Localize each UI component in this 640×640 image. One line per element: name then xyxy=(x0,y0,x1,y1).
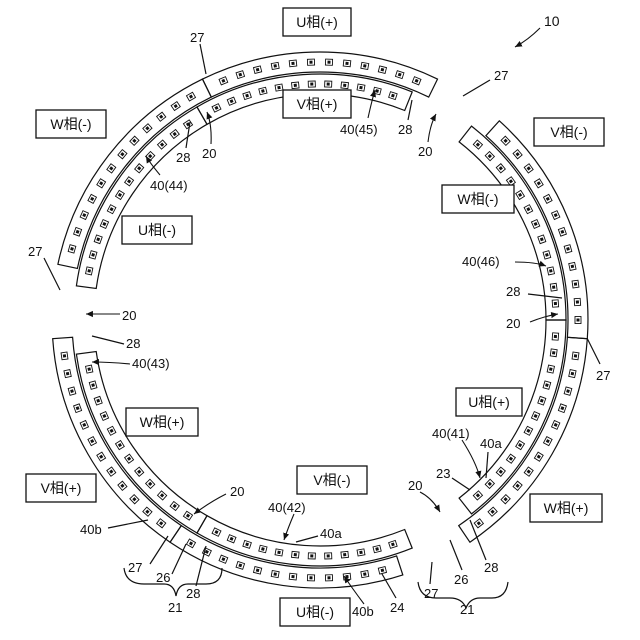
coil-conductor xyxy=(327,83,330,86)
ref-40a-right: 40a xyxy=(480,436,502,451)
ref-23: 23 xyxy=(436,466,450,481)
coil-conductor xyxy=(273,572,276,575)
coil-conductor xyxy=(273,64,276,67)
coil-conductor xyxy=(291,575,294,578)
coil-conductor xyxy=(343,553,346,556)
coil-conductor xyxy=(363,64,366,67)
phase-label-w-minus-inner-right: W相(-) xyxy=(457,191,498,207)
coil-elements xyxy=(61,59,581,581)
phase-label-v-minus-inner-bottom: V相(-) xyxy=(313,472,350,488)
ref-21-right: 21 xyxy=(460,602,474,617)
coil-conductor xyxy=(549,367,553,371)
coil-conductor xyxy=(66,372,70,376)
coil-conductor xyxy=(87,367,91,371)
ref-28-bottomleft: 28 xyxy=(186,586,200,601)
coil-conductor xyxy=(291,62,294,65)
ref-28-topleft: 28 xyxy=(176,150,190,165)
ref-40-46: 40(46) xyxy=(462,254,500,269)
coil-conductor xyxy=(294,553,297,556)
phase-label-u-minus-inner-left: U相(-) xyxy=(138,222,176,238)
phase-label-w-plus-inner-left: W相(+) xyxy=(140,414,185,430)
coil-conductor xyxy=(574,282,577,285)
ref-27-right: 27 xyxy=(596,368,610,383)
phase-label-u-plus: U相(+) xyxy=(296,14,338,30)
coil-conductor xyxy=(309,61,312,64)
coil-conductor xyxy=(310,554,313,557)
figure-number: 10 xyxy=(544,13,560,29)
coil-conductor xyxy=(87,269,91,273)
coil-conductor xyxy=(327,576,330,579)
coil-conductor xyxy=(345,575,348,578)
phase-label-w-minus-left: W相(-) xyxy=(50,116,91,132)
coil-conductor xyxy=(576,300,579,303)
ref-28-top: 28 xyxy=(398,122,412,137)
ref-26-left: 26 xyxy=(156,570,170,585)
ref-20-bottomleft: 20 xyxy=(230,484,244,499)
phase-label-u-plus-inner-right: U相(+) xyxy=(468,394,510,410)
ref-28-bottomright: 28 xyxy=(484,560,498,575)
ref-20-left: 20 xyxy=(122,308,136,323)
coil-conductor xyxy=(363,572,366,575)
coil-conductor xyxy=(63,354,66,357)
coil-conductor xyxy=(309,576,312,579)
coil-conductor xyxy=(554,335,557,338)
phase-label-v-plus-inner: V相(+) xyxy=(297,96,338,112)
coil-conductor xyxy=(552,286,555,289)
ref-20-right: 20 xyxy=(506,316,520,331)
ref-26-right: 26 xyxy=(454,572,468,587)
coil-conductor xyxy=(359,551,362,554)
ref-40-43: 40(43) xyxy=(132,356,170,371)
coil-conductor xyxy=(571,265,575,269)
coil-conductor xyxy=(345,62,348,65)
coil-conductor xyxy=(577,319,580,322)
ref-28-right: 28 xyxy=(506,284,520,299)
phase-label-w-plus-right: W相(+) xyxy=(544,500,589,516)
coil-conductor xyxy=(277,86,280,89)
ref-27-bottomleft: 27 xyxy=(128,560,142,575)
ref-27-left: 27 xyxy=(28,244,42,259)
phase-label-u-minus-bottom: U相(-) xyxy=(296,604,334,620)
phase-label-v-minus-right: V相(-) xyxy=(550,124,587,140)
coil-conductor xyxy=(359,86,362,89)
ref-40a-bottom: 40a xyxy=(320,526,342,541)
coil-conductor xyxy=(310,83,313,86)
ref-40-41: 40(41) xyxy=(432,426,470,441)
ref-40b-left: 40b xyxy=(80,522,102,537)
coil-conductor xyxy=(549,269,553,273)
stator-outer-band xyxy=(170,526,403,588)
ref-27-topright: 27 xyxy=(494,68,508,83)
ref-40b-bottom: 40b xyxy=(352,604,374,619)
ref-40-45: 40(45) xyxy=(340,122,378,137)
ref-20-bottomright: 20 xyxy=(408,478,422,493)
ref-40-44: 40(44) xyxy=(150,178,188,193)
stator-inner-band xyxy=(459,320,566,514)
coil-conductor xyxy=(277,551,280,554)
coil-conductor xyxy=(554,302,557,305)
phase-label-v-plus-left: V相(+) xyxy=(41,480,82,496)
ref-24: 24 xyxy=(390,600,404,615)
coil-conductor xyxy=(327,554,330,557)
coil-conductor xyxy=(574,354,577,357)
ref-20-topleft: 20 xyxy=(202,146,216,161)
coil-conductor xyxy=(294,84,297,87)
ref-40-42: 40(42) xyxy=(268,500,306,515)
coil-conductor xyxy=(552,351,555,354)
ref-27-top: 27 xyxy=(190,30,204,45)
coil-conductor xyxy=(327,61,330,64)
ref-28-left: 28 xyxy=(126,336,140,351)
ref-20-top: 20 xyxy=(418,144,432,159)
ref-21-left: 21 xyxy=(168,600,182,615)
ref-27-bottomright: 27 xyxy=(424,586,438,601)
coil-conductor xyxy=(571,372,575,376)
coil-conductor xyxy=(343,84,346,87)
